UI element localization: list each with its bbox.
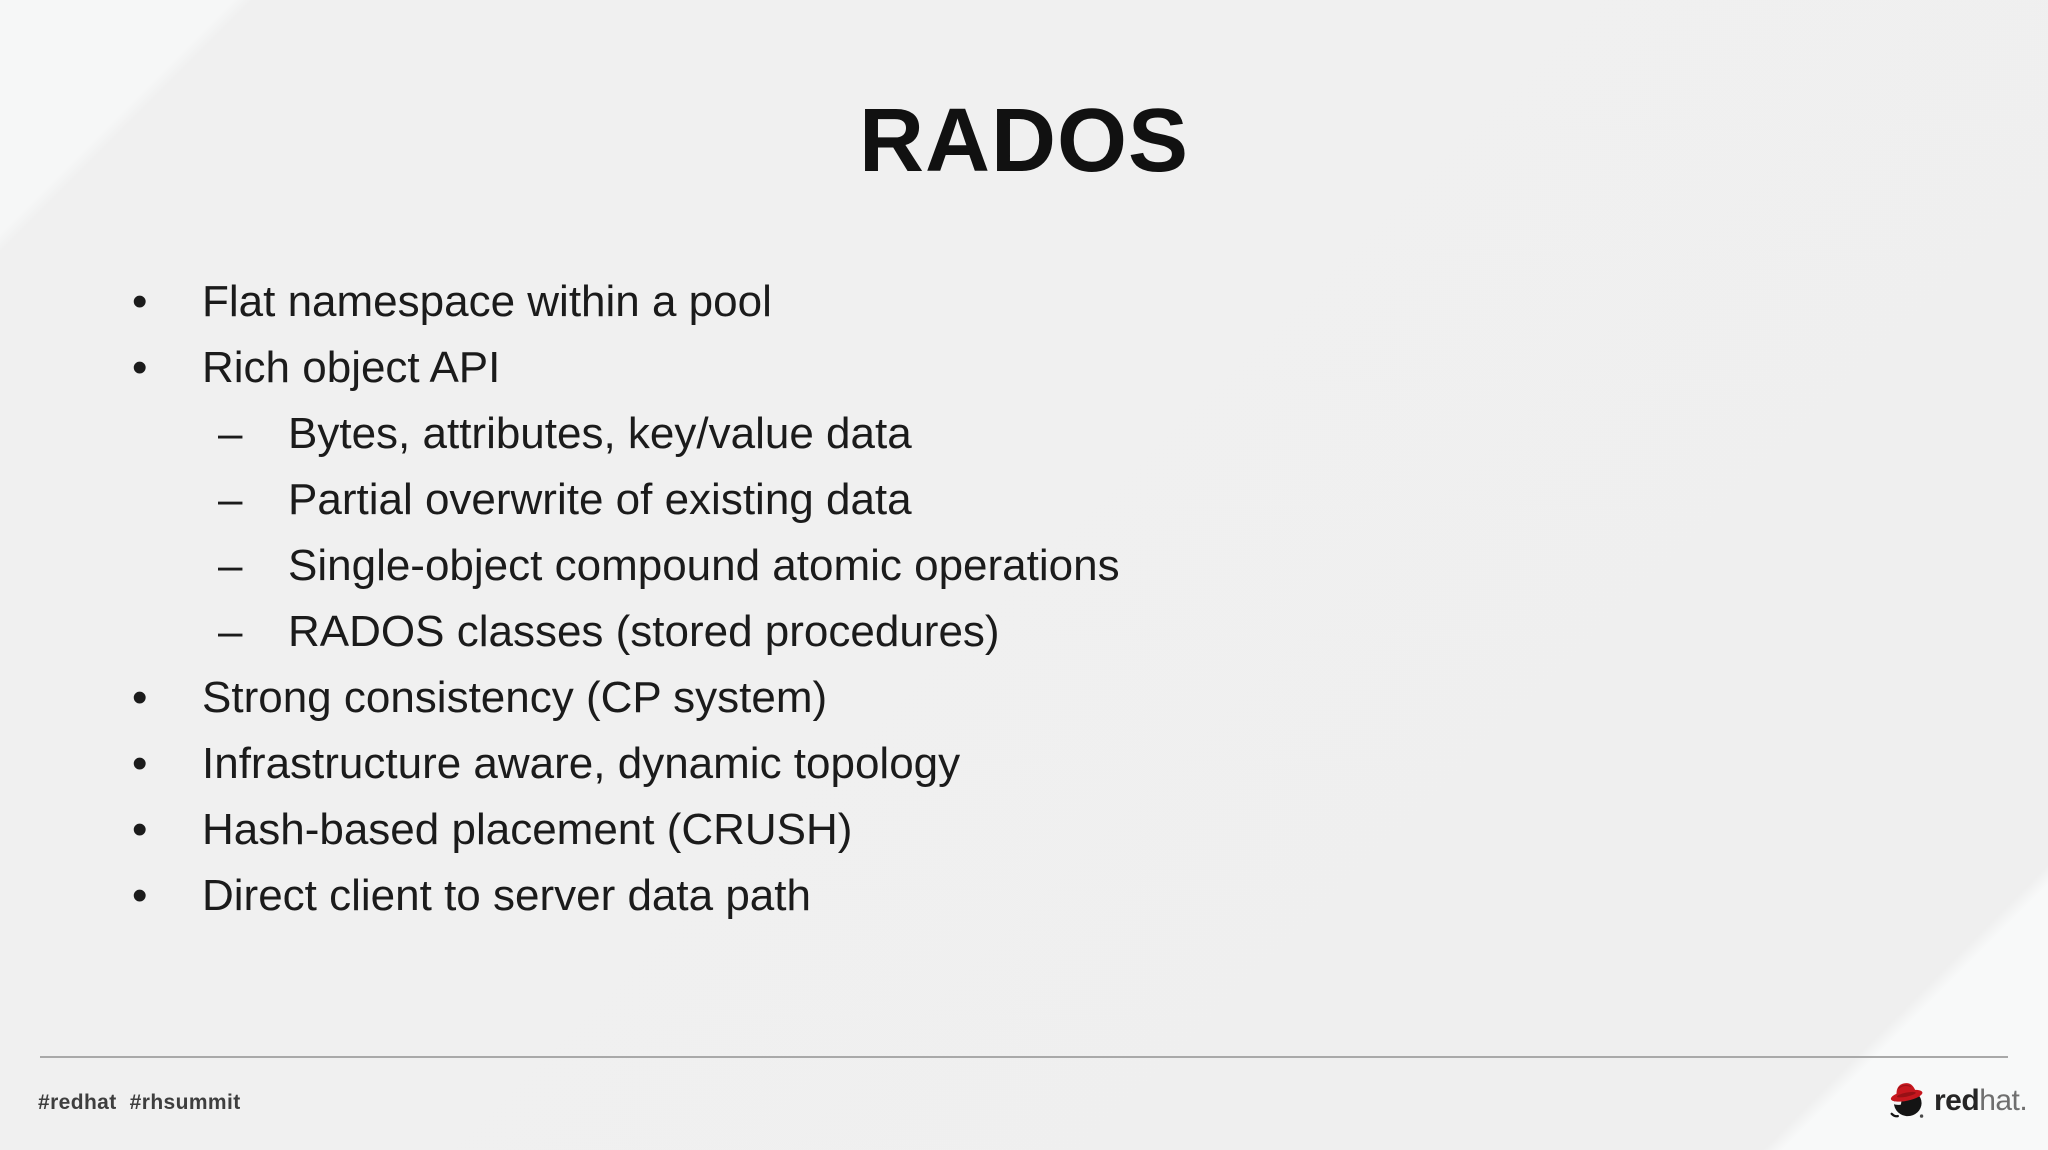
bullet-marker: • [132, 343, 148, 392]
bullet-item: – Partial overwrite of existing data [0, 467, 2048, 533]
bullet-text: Direct client to server data path [202, 871, 811, 920]
wordmark-red: red [1934, 1084, 1980, 1117]
bullet-text: Strong consistency (CP system) [202, 673, 828, 722]
bullet-marker: • [132, 739, 148, 788]
bullet-text: Partial overwrite of existing data [288, 475, 912, 524]
hashtag-redhat: #redhat [38, 1091, 117, 1114]
bullet-marker: • [132, 277, 148, 326]
footer-hashtags: #redhat #rhsummit [38, 1091, 241, 1115]
slide-title: RADOS [858, 91, 1190, 191]
bullet-marker: • [132, 805, 148, 854]
bullet-text: RADOS classes (stored procedures) [288, 607, 1000, 656]
bullet-item: – Bytes, attributes, key/value data [0, 401, 2048, 467]
bullet-marker: – [218, 475, 243, 524]
wordmark-hat: hat. [1979, 1084, 2028, 1117]
bullet-item: • Hash-based placement (CRUSH) [0, 797, 2048, 863]
bullet-item: • Strong consistency (CP system) [0, 665, 2048, 731]
bullet-item: – Single-object compound atomic operatio… [0, 533, 2048, 599]
bullet-item: – RADOS classes (stored procedures) [0, 599, 2048, 665]
redhat-wordmark: redhat. [1934, 1084, 2028, 1117]
bullet-list: • Flat namespace within a pool • Rich ob… [0, 269, 2048, 929]
bullet-item: • Flat namespace within a pool [0, 269, 2048, 335]
bullet-marker: • [132, 871, 148, 920]
bullet-marker: • [132, 673, 148, 722]
redhat-shadowman-icon [1890, 1083, 1924, 1118]
bullet-item: • Infrastructure aware, dynamic topology [0, 731, 2048, 797]
bullet-marker: – [218, 541, 243, 590]
bullet-item: • Rich object API [0, 335, 2048, 401]
bullet-text: Infrastructure aware, dynamic topology [202, 739, 961, 788]
redhat-logo: redhat. [1884, 1077, 2028, 1123]
bullet-text: Flat namespace within a pool [202, 277, 772, 326]
bullet-marker: – [218, 409, 243, 458]
footer-divider [40, 1056, 2008, 1058]
bullet-marker: – [218, 607, 243, 656]
bullet-text: Single-object compound atomic operations [288, 541, 1120, 590]
bullet-text: Hash-based placement (CRUSH) [202, 805, 853, 854]
bullet-item: • Direct client to server data path [0, 863, 2048, 929]
bullet-text: Rich object API [202, 343, 501, 392]
hashtag-rhsummit: #rhsummit [129, 1091, 241, 1114]
bullet-text: Bytes, attributes, key/value data [288, 409, 912, 458]
